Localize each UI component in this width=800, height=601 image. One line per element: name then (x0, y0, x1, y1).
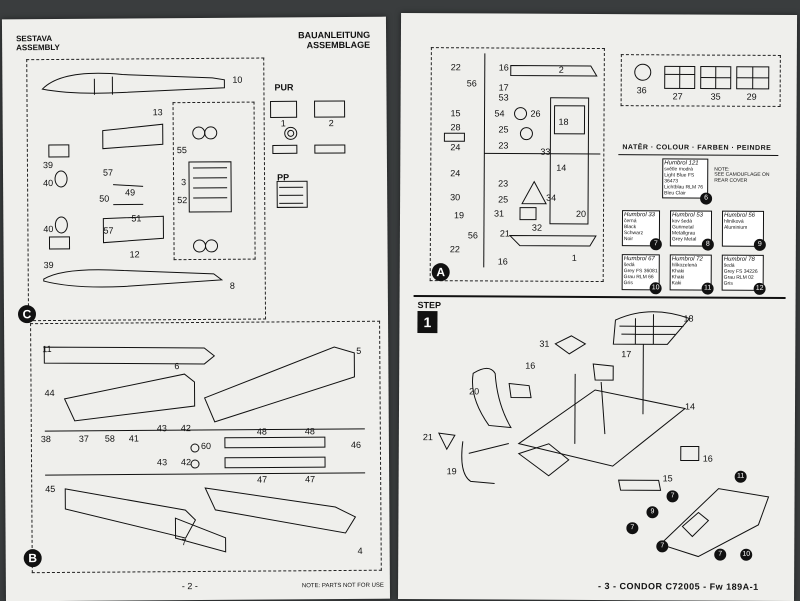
left-page: SESTAVA ASSEMBLY BAUANLEITUNG ASSEMBLAGE… (2, 17, 390, 601)
part-label: 43 (157, 424, 167, 433)
part-label: 44 (45, 389, 55, 398)
colour-callout: 7 (626, 522, 638, 534)
colour-callout: 7 (656, 540, 668, 552)
page-footer: - 3 - CONDOR C72005 - Fw 189A-1 (598, 582, 759, 592)
part-label: 43 (157, 458, 167, 467)
step1-label: 16 (703, 455, 713, 464)
colour-callout: 7 (714, 549, 726, 561)
page-number: - 2 - (182, 582, 198, 591)
part-label: 58 (105, 435, 115, 444)
step1-label: 17 (621, 350, 631, 359)
step1-label: 20 (469, 387, 479, 396)
part-label: 42 (181, 424, 191, 433)
part-label: 38 (41, 435, 51, 444)
part-label: 42 (181, 458, 191, 467)
part-label: 4 (358, 547, 363, 556)
part-label: 60 (201, 442, 211, 451)
colour-callout: 9 (646, 506, 658, 518)
part-label: 46 (351, 441, 361, 450)
part-label: 45 (45, 485, 55, 494)
sprue-b-drawings (2, 17, 390, 601)
step1-label: 21 (423, 433, 433, 442)
note-text: NOTE: PARTS NOT FOR USE (302, 583, 384, 590)
part-label: 48 (257, 428, 267, 437)
part-label: 47 (305, 475, 315, 484)
right-page: A 22 56 16 2 17 15 28 53 54 26 18 24 25 … (398, 13, 797, 601)
step1-drawings (398, 13, 797, 601)
part-label: 41 (129, 434, 139, 443)
step1-label: 19 (447, 467, 457, 476)
part-label: 7 (182, 538, 187, 547)
part-label: 48 (305, 427, 315, 436)
colour-callout: 7 (667, 490, 679, 502)
step1-label: 14 (685, 402, 695, 411)
step1-label: 15 (663, 474, 673, 483)
colour-callout: 10 (740, 549, 752, 561)
colour-callout: 11 (735, 471, 747, 483)
part-label: 37 (79, 435, 89, 444)
step1-label: 31 (539, 340, 549, 349)
part-label: 5 (356, 347, 361, 356)
part-label: 47 (257, 476, 267, 485)
part-label: 11 (42, 345, 51, 354)
part-label: 6 (174, 362, 179, 371)
step1-label: 18 (683, 314, 693, 323)
step1-label: 16 (525, 362, 535, 371)
